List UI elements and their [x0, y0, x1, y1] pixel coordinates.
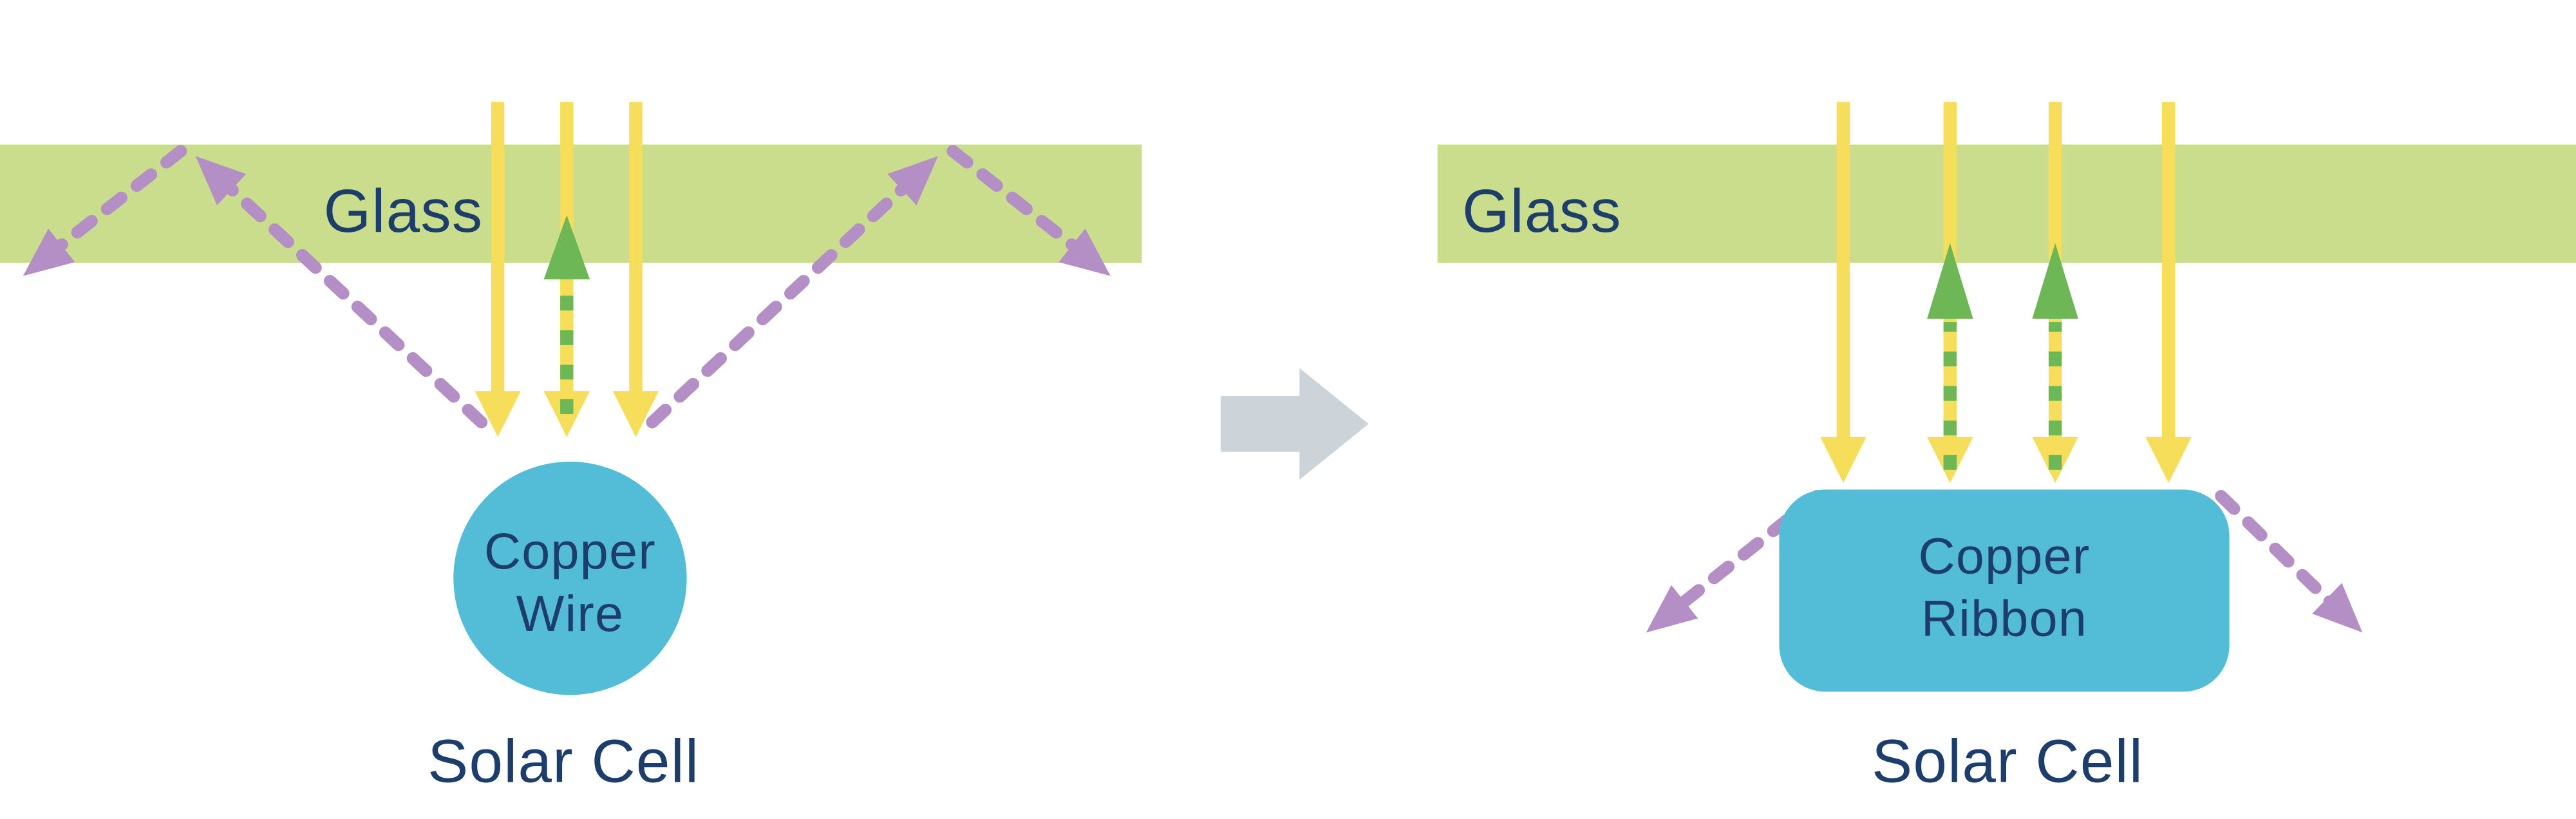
copper-ribbon-shape — [1779, 489, 2230, 692]
scattered-light-arrow-icon — [36, 145, 187, 266]
scattered-light-arrowhead-icon — [1646, 585, 1698, 633]
scattered-light-arrowhead-icon — [23, 229, 75, 276]
sunlight-arrowhead-icon — [1820, 437, 1866, 484]
scattered-light-arrowhead-icon — [2312, 583, 2363, 633]
transition-arrow-icon — [1220, 368, 1369, 480]
reflected-light-arrowhead-icon — [1927, 243, 1973, 319]
copper-ribbon-label-line2: Ribbon — [1921, 589, 2087, 646]
right-panel-copper-ribbon: Glass Copper Ribbon Solar Cell — [1437, 102, 2576, 796]
glass-label: Glass — [324, 178, 484, 245]
scattered-light-arrowhead-icon — [195, 156, 247, 205]
scattered-light-arrow-icon — [207, 166, 488, 429]
solar-cell-label: Solar Cell — [1872, 728, 2143, 796]
reflected-light-arrowhead-icon — [2032, 243, 2078, 319]
scattered-light-arrow-icon — [946, 145, 1097, 266]
scattered-light-arrow-icon — [646, 166, 926, 429]
scattered-light-arrowhead-icon — [887, 156, 938, 205]
glass-label: Glass — [1462, 178, 1622, 245]
scattered-light-arrow-icon — [1666, 490, 1823, 617]
sunlight-arrowhead-icon — [2145, 437, 2192, 484]
copper-wire-label-line2: Wire — [516, 585, 625, 642]
copper-ribbon-label-line1: Copper — [1918, 527, 2090, 585]
copper-wire-label-line1: Copper — [484, 522, 656, 579]
reflected-light-arrowhead-icon — [543, 215, 590, 279]
sunlight-arrowhead-icon — [612, 391, 659, 437]
sunlight-arrowhead-icon — [475, 391, 521, 437]
left-panel-copper-wire: Glass Copper Wire Solar Cell — [0, 102, 1142, 796]
solar-cell-label: Solar Cell — [428, 728, 699, 796]
scattered-light-arrowhead-icon — [1058, 229, 1111, 276]
copper-wire-shape — [453, 462, 687, 695]
sunlight-arrowhead-icon — [543, 391, 590, 437]
scattered-light-arrow-icon — [2215, 490, 2346, 617]
glass-layer — [1437, 144, 2576, 263]
